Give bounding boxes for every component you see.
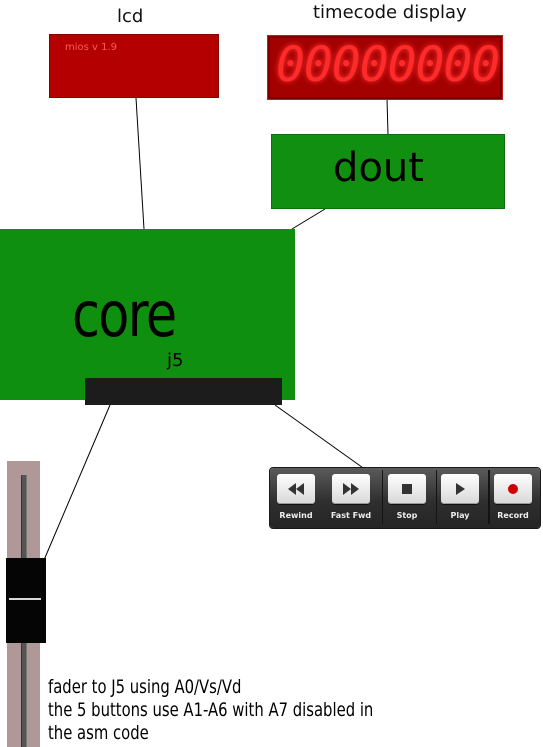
lcd-screen-text: mios v 1.9 [65, 42, 118, 53]
dout-module [271, 134, 505, 209]
note-line: fader to J5 using A0/Vs/Vd [48, 676, 242, 698]
lcd-module [49, 34, 219, 98]
rewind-icon [288, 483, 304, 495]
dout-label: dout [333, 145, 424, 191]
core-label: core [72, 278, 177, 351]
fast-forward-label: Fast Fwd [330, 511, 372, 520]
wire-j5-fader [43, 404, 111, 561]
record-icon [508, 484, 518, 494]
wiring-note: fader to J5 using A0/Vs/Vd the 5 buttons… [48, 676, 373, 745]
rewind-button[interactable]: Rewind [274, 474, 318, 520]
fast-forward-icon [343, 483, 359, 495]
core-module [0, 229, 295, 400]
fader-knob-line [9, 598, 41, 600]
j5-port-label: j5 [167, 350, 184, 371]
note-line: the asm code [48, 722, 149, 744]
stop-label: Stop [396, 511, 418, 520]
wire-j5-buttons [274, 404, 367, 471]
lcd-title: lcd [117, 6, 144, 27]
play-label: Play [450, 511, 470, 520]
transport-button-panel: Rewind Fast Fwd Stop Play [270, 468, 540, 528]
fader-knob[interactable] [6, 558, 46, 643]
stop-icon [402, 484, 412, 494]
timecode-digits: 00000000 [276, 37, 500, 93]
wire-dout-core [291, 208, 326, 230]
rewind-label: Rewind [279, 511, 313, 520]
j5-connector [85, 378, 282, 405]
record-label: Record [497, 511, 529, 520]
wire-lcd-core [135, 97, 145, 230]
wire-timecode-dout [386, 98, 389, 135]
timecode-title: timecode display [313, 2, 467, 23]
record-button[interactable]: Record [491, 474, 535, 520]
play-button[interactable]: Play [438, 474, 482, 520]
play-icon [456, 483, 465, 495]
stop-button[interactable]: Stop [385, 474, 429, 520]
timecode-display [267, 35, 503, 100]
note-line: the 5 buttons use A1-A6 with A7 disabled… [48, 699, 374, 721]
fast-forward-button[interactable]: Fast Fwd [329, 474, 373, 520]
